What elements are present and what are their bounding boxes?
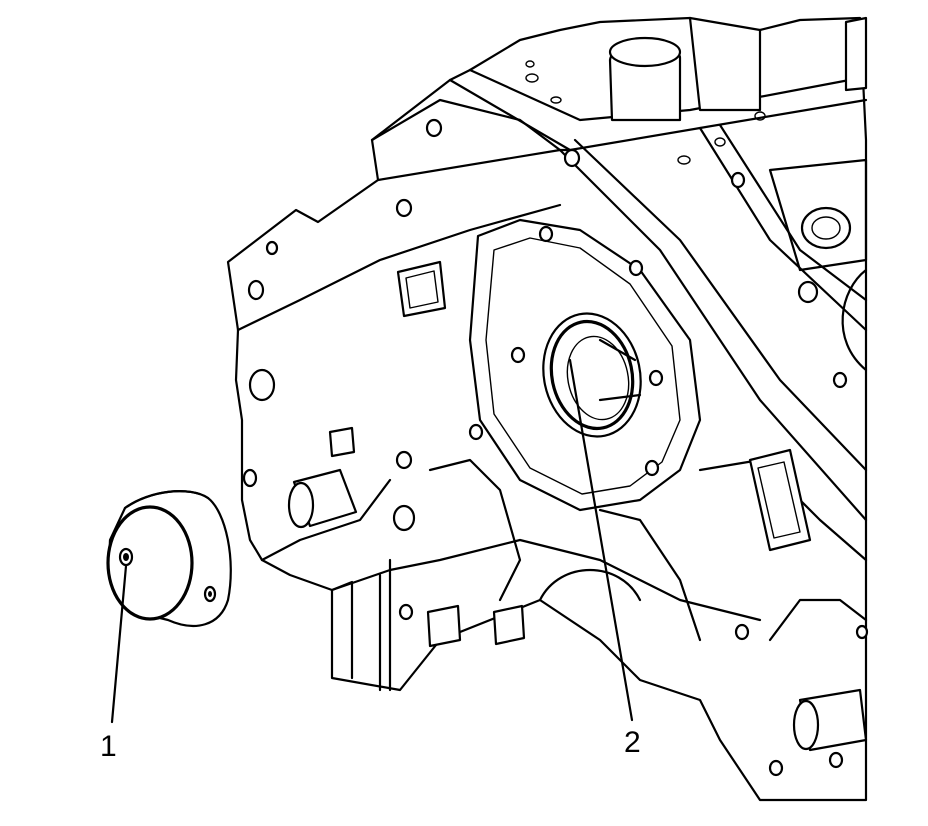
bearing-top-edge [123,490,210,510]
diagonal-rail-d [718,123,868,302]
bore-inner [566,335,630,421]
bolt-hole [398,603,414,621]
plug-end [287,481,315,529]
square-boss-3 [426,604,462,648]
bolt-hole [828,751,844,769]
bolt-hole [468,423,484,441]
bolt-hole [768,759,784,777]
bearing-oil-hole-core [123,553,129,561]
bolt-hole [855,624,869,640]
bolt-hole [563,148,581,168]
bolt-hole [797,280,819,304]
timing-flange-inner [485,237,681,495]
timing-flange [468,218,702,512]
left-port-inner [405,270,439,309]
bolt-hole [395,198,413,218]
square-boss-2 [492,604,526,646]
bulkhead-left [428,458,522,602]
bearing-side-hole-core [208,591,212,597]
rib-3 [330,580,354,680]
tower-mid [688,16,762,112]
bolt-hole [395,450,413,470]
crank-arc [538,569,642,602]
front-face-left [236,203,562,332]
bolt-hole [425,118,443,138]
diagonal-rail-a [558,148,868,522]
bolt-hole [538,225,554,243]
lower-right-port [748,448,812,552]
tower-right [844,16,868,92]
deck-dot [525,73,539,83]
lower-right-port-inner [757,461,801,539]
deck-dot [550,96,562,104]
engine-block [226,16,869,802]
deck-dots [525,60,766,165]
deck-dot [754,111,766,121]
camshaft-bore [542,312,642,438]
deck-rail-upper [370,98,562,152]
bolt-hole [628,259,644,277]
bolt-hole [730,171,746,189]
bearing-lip [106,505,194,621]
left-plug [287,468,358,529]
callout-1-leader [110,564,128,724]
deck-dot [525,60,535,68]
right-arc [841,268,868,372]
bolt-hole [510,346,526,364]
bolt-hole [265,240,279,256]
bore-web-2 [598,393,642,402]
deck-dot [714,137,726,147]
front-face-mid [260,478,392,562]
right-boss-inner [811,216,841,240]
block-outline [226,16,868,802]
tower-left-top [608,36,682,68]
pipe-bracket [768,598,868,642]
bulkhead-mid [598,508,702,642]
camshaft-bearing [106,490,232,627]
diagonal-rail-c [698,126,868,332]
right-window [768,158,868,272]
top-deck-edge [448,78,868,152]
pipe-end [792,699,820,751]
bolt-hole [247,279,265,301]
bolt-hole [242,468,258,488]
bolt-hole [392,504,416,532]
square-boss-1 [328,426,356,458]
bore-outer [542,312,642,438]
bore-ring [549,319,635,431]
callout-2-leader [568,358,634,722]
bolt-hole [832,371,848,389]
bolt-hole [734,623,750,641]
bore-web-1 [598,338,637,362]
diagonal-rail-b [573,138,868,472]
callout-2-label: 2 [624,726,641,759]
bolt-hole [248,368,276,402]
callout-1-label: 1 [100,730,117,763]
deck-dot [677,155,691,165]
oil-pipe [768,598,868,752]
right-boss [800,206,852,250]
bolt-holes [242,118,869,777]
bolt-hole [648,369,664,387]
left-port [396,260,447,318]
bolt-hole [644,459,660,477]
